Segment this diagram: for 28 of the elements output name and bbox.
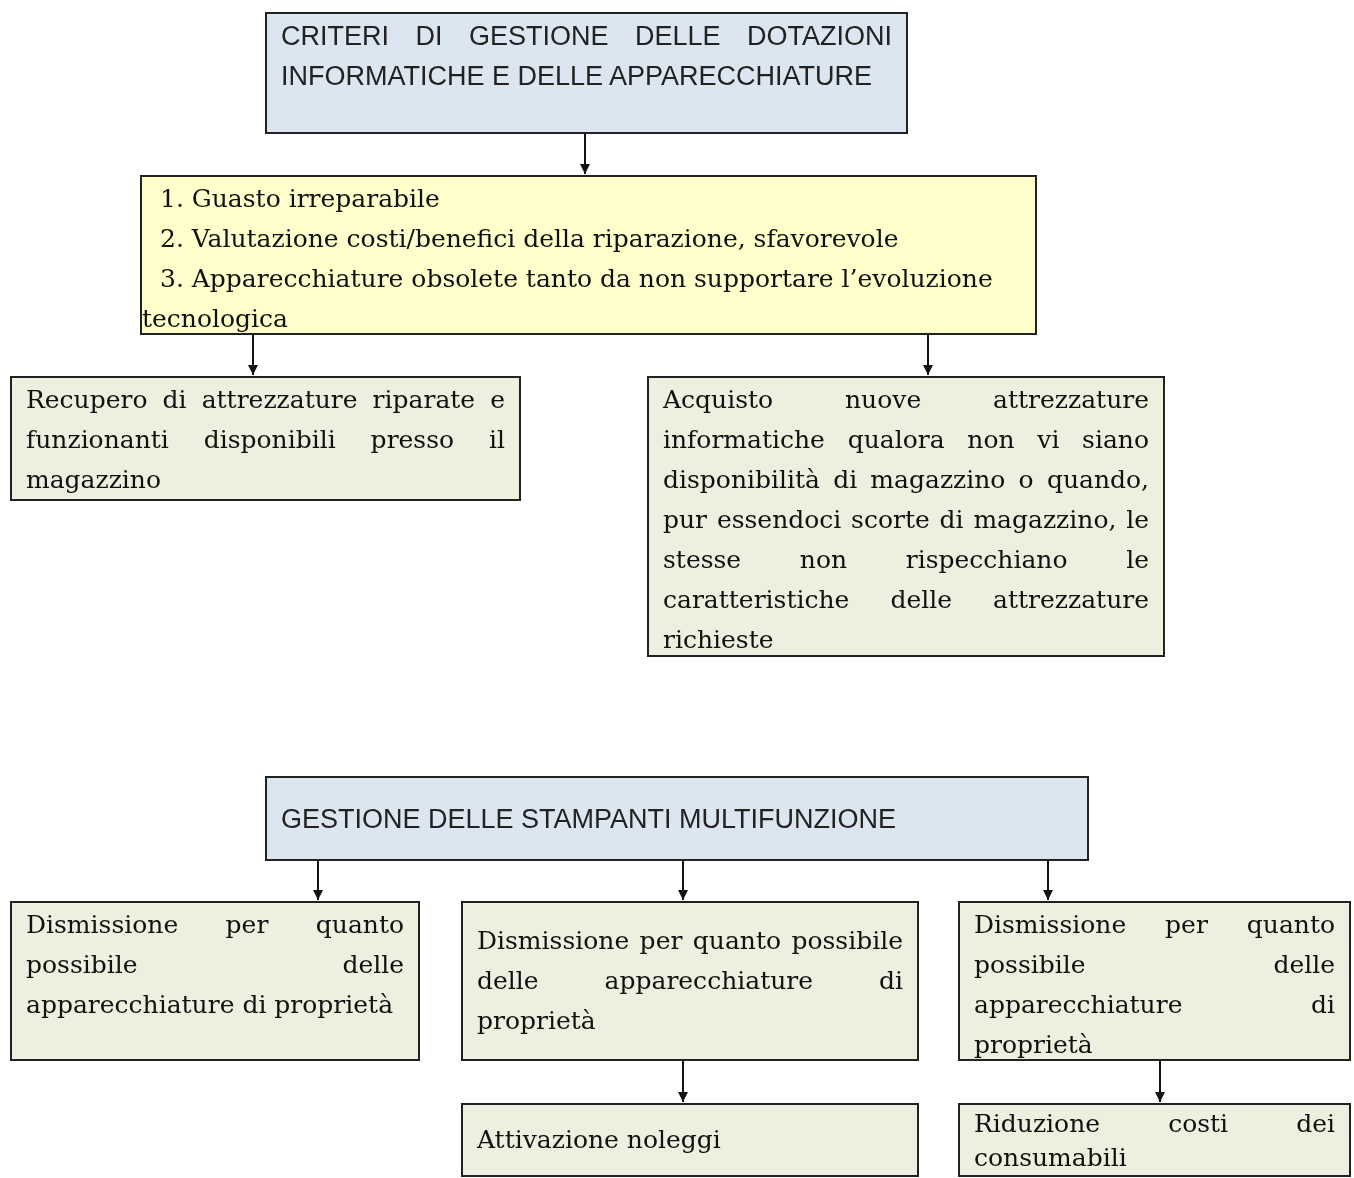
- arrow: [313, 860, 323, 901]
- process-box: [958, 1103, 1351, 1177]
- box-text: CRITERI DI GESTIONE DELLE DOTAZIONI INFORMATICHE E DELLE APPARECCHIATURE: [281, 20, 892, 93]
- process-box: [140, 175, 1037, 335]
- box-text: 3. Apparecchiature obsolete tanto da non supportare l’evoluzione tecnologica: [142, 263, 994, 335]
- process-box: [10, 901, 420, 1061]
- arrow: [1043, 860, 1053, 901]
- box-text: 1. Guasto irreparabile: [159, 183, 441, 215]
- box-text: Dismissione per quanto possibile delle apparecchiature di proprietà: [974, 909, 1335, 1061]
- box-text: Attivazione noleggi: [477, 1124, 722, 1156]
- box-text: Dismissione per quanto possibile delle apparecchiature di proprietà: [477, 925, 903, 1037]
- process-box: [461, 901, 919, 1061]
- process-box: [10, 376, 521, 501]
- arrow: [580, 133, 590, 175]
- process-box: [461, 1103, 919, 1177]
- box-text: Riduzione costi dei consumabili: [974, 1108, 1335, 1174]
- box-text: Recupero di attrezzature riparate e funzionanti disponibili presso il magazzino: [26, 384, 505, 496]
- box-text: Dismissione per quanto possibile delle apparecchiature di proprietà: [26, 909, 404, 1021]
- box-text: Acquisto nuove attrezzature informatiche qualora non vi siano disponibilità di magazzino o quando, pur essendoci scorte di magazzino, le stesse non rispecchiano le caratteristiche delle attrezzature richieste: [663, 384, 1149, 656]
- box-text: GESTIONE DELLE STAMPANTI MULTIFUNZIONE: [281, 802, 898, 836]
- arrow: [678, 860, 688, 901]
- arrow: [1155, 1060, 1165, 1103]
- arrow: [678, 1060, 688, 1103]
- header-box: [265, 12, 908, 134]
- arrow: [248, 334, 258, 376]
- header-box: [265, 776, 1089, 861]
- arrow: [923, 334, 933, 376]
- box-text: 2. Valutazione costi/benefici della riparazione, sfavorevole: [159, 223, 900, 255]
